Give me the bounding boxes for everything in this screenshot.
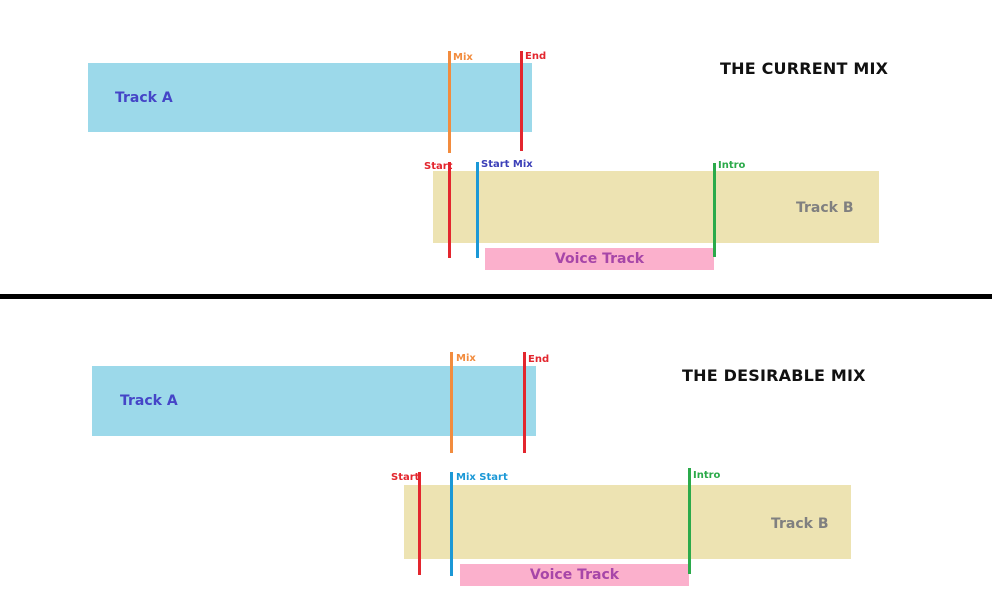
intro-marker-label: Intro xyxy=(718,160,746,171)
mix-start-marker-label: Mix Start xyxy=(456,472,508,483)
track-a-label: Track A xyxy=(120,393,178,409)
voice-track-bar: Voice Track xyxy=(485,248,714,270)
end-marker-label: End xyxy=(525,51,547,62)
desirable-mix-title: THE DESIRABLE MIX xyxy=(682,366,866,385)
mix-marker xyxy=(448,51,451,153)
track-a-label: Track A xyxy=(115,90,173,106)
mix-marker xyxy=(450,352,453,453)
track-b-label: Track B xyxy=(796,200,854,216)
voice-track-bar: Voice Track xyxy=(460,564,689,586)
section-divider xyxy=(0,294,992,299)
intro-marker xyxy=(688,468,691,574)
current-mix-diagram: THE CURRENT MIX Track A Track B Voice Tr… xyxy=(0,0,992,300)
track-a-bar xyxy=(92,366,536,436)
current-mix-title: THE CURRENT MIX xyxy=(720,59,889,78)
voice-track-label: Voice Track xyxy=(554,251,645,267)
track-b-bar xyxy=(433,171,879,243)
start-marker xyxy=(418,472,421,575)
track-b-bar xyxy=(404,485,851,559)
track-b-label: Track B xyxy=(771,516,829,532)
start-mix-marker-label: Start Mix xyxy=(481,159,533,170)
mix-marker-label: Mix xyxy=(456,353,476,364)
start-marker-label: Start xyxy=(391,472,420,483)
start-mix-marker xyxy=(476,162,479,258)
mix-marker-label: Mix xyxy=(453,52,473,63)
end-marker xyxy=(520,51,523,151)
desirable-mix-diagram: THE DESIRABLE MIX Track A Track B Voice … xyxy=(0,300,992,604)
intro-marker-label: Intro xyxy=(693,470,721,481)
track-a-bar xyxy=(88,63,532,132)
voice-track-label: Voice Track xyxy=(529,567,620,583)
intro-marker xyxy=(713,163,716,257)
end-marker xyxy=(523,352,526,453)
mix-start-marker xyxy=(450,472,453,576)
start-marker-label: Start xyxy=(424,161,453,172)
end-marker-label: End xyxy=(528,354,550,365)
start-marker xyxy=(448,162,451,258)
